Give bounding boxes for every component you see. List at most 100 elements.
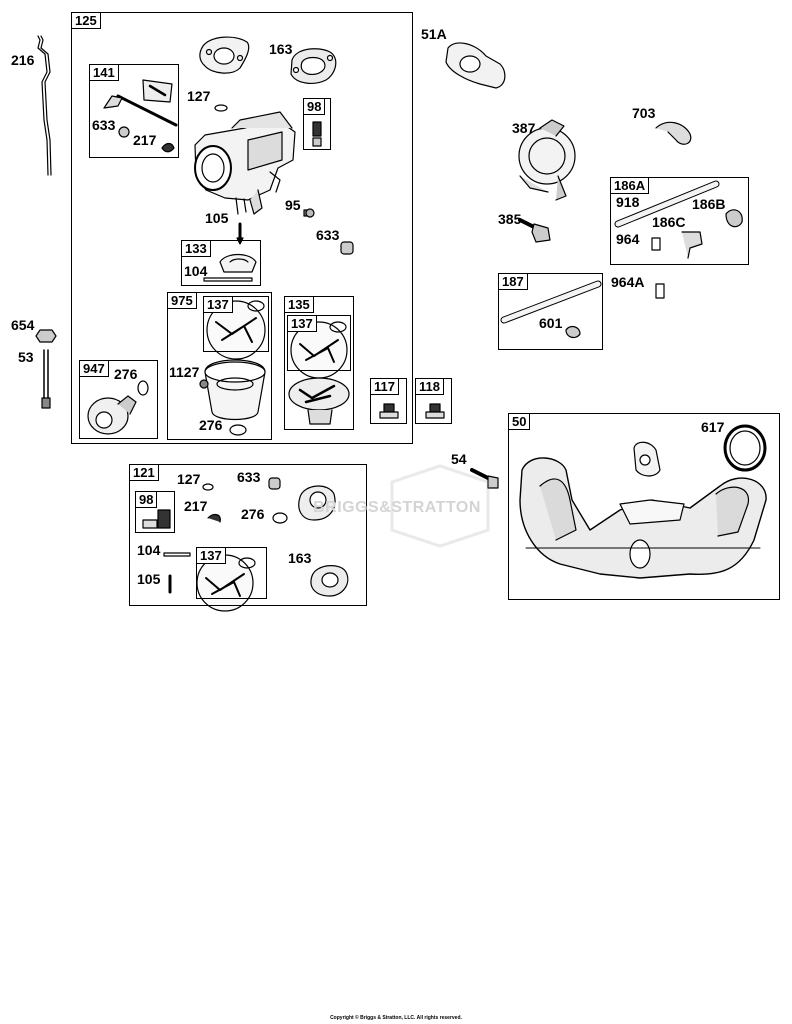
solenoid-icon	[87, 380, 149, 435]
o-ring-617-icon	[723, 424, 767, 472]
part-label-127: 127	[187, 88, 211, 104]
part-label-127b: 127	[177, 471, 201, 487]
box-tag: 187	[499, 274, 528, 290]
part-label-216: 216	[11, 52, 35, 68]
bolt-54-icon	[470, 468, 499, 489]
gasket-137-box: 137	[203, 296, 269, 352]
fuel-line-kit-186A-box: 186A	[610, 177, 749, 265]
float-icon	[203, 253, 257, 282]
part-label-703: 703	[632, 105, 656, 121]
clamp-icon	[655, 121, 692, 145]
solenoid-947-box: 947	[79, 360, 158, 439]
part-label-105: 105	[205, 210, 229, 226]
box-tag: 947	[80, 361, 109, 377]
kit-121-box: 121	[129, 464, 367, 606]
intake-manifold-icon	[519, 457, 767, 579]
o-ring-icon	[214, 104, 228, 112]
box-tag: 141	[90, 65, 119, 81]
gasket-137c-box: 137	[196, 547, 267, 599]
box-tag: 118	[416, 379, 444, 395]
part-label-601: 601	[539, 315, 563, 331]
manifold-50-box: 50	[508, 413, 780, 600]
part-label-163: 163	[269, 41, 293, 57]
part-label-387: 387	[512, 120, 536, 136]
fuel-line-187-icon	[500, 280, 602, 339]
seat-117-box: 117	[370, 378, 407, 424]
box-tag: 117	[371, 379, 399, 395]
part-label-617: 617	[701, 419, 725, 435]
screw-icon	[303, 208, 315, 218]
pilot-jet-icon	[312, 121, 322, 147]
part-label-964A: 964A	[611, 274, 645, 290]
watermark-text: BRIGGS&STRATTON	[313, 499, 481, 516]
part-label-163b: 163	[288, 550, 312, 566]
assembly-141-box: 141	[89, 64, 179, 158]
part-label-654: 654	[11, 317, 35, 333]
box-tag: 125	[72, 13, 101, 29]
box-tag: 98	[304, 99, 326, 115]
bolt-icon	[518, 218, 551, 243]
copyright-notice: Copyright © Briggs & Stratton, LLC. All …	[330, 1015, 462, 1021]
box-tag: 121	[130, 465, 159, 481]
seat-117-icon	[379, 403, 399, 419]
fuel-pump-icon	[518, 119, 576, 201]
part-label-385: 385	[498, 211, 522, 227]
box-tag: 137	[204, 297, 233, 313]
assembly-135-box: 135	[284, 296, 354, 430]
part-label-276: 276	[114, 366, 138, 382]
gasket-163-icon	[290, 48, 337, 84]
box-tag: 975	[168, 293, 197, 309]
part-label-105b: 105	[137, 571, 161, 587]
float-bowl-icon	[199, 359, 266, 436]
filter-964a-icon	[655, 283, 665, 299]
stud-icon	[41, 349, 51, 409]
part-label-186B: 186B	[692, 196, 726, 212]
assembly-975-box: 975	[167, 292, 272, 440]
part-label-633b: 633	[316, 227, 340, 243]
box-tag: 133	[182, 241, 211, 257]
small-gasket-icon	[633, 441, 661, 477]
box-tag: 98	[136, 492, 158, 508]
box-tag: 137	[288, 316, 317, 332]
governor-link-icon	[37, 35, 52, 176]
part-label-217: 217	[133, 132, 157, 148]
part-label-1127: 1127	[169, 364, 200, 380]
part-label-633c: 633	[237, 469, 261, 485]
part-label-633: 633	[92, 117, 116, 133]
solenoid-bowl-icon	[288, 377, 350, 425]
intake-gasket-icon	[445, 42, 506, 89]
box-tag: 186A	[611, 178, 650, 194]
part-label-95: 95	[285, 197, 301, 213]
kit-121-parts-icon	[142, 477, 349, 597]
box-tag: 50	[509, 414, 531, 430]
bowl-gasket-icon	[196, 300, 348, 612]
box-tag: 135	[285, 297, 314, 313]
part-label-53: 53	[18, 349, 34, 365]
needle-icon	[236, 222, 244, 245]
gasket-icon	[199, 36, 250, 74]
carburetor-icon	[194, 111, 296, 215]
bushing-icon	[340, 241, 354, 255]
part-label-276b: 276	[199, 417, 223, 433]
part-label-964: 964	[616, 231, 640, 247]
kit-98-box: 98	[303, 98, 331, 150]
part-label-276c: 276	[241, 506, 265, 522]
part-label-918: 918	[616, 194, 640, 210]
part-label-104b: 104	[137, 542, 161, 558]
part-label-217b: 217	[184, 498, 208, 514]
choke-shaft-icon	[103, 79, 178, 153]
part-label-54: 54	[451, 451, 467, 467]
kit-98b-box: 98	[135, 491, 175, 533]
part-label-104: 104	[184, 263, 208, 279]
watermark-logo	[390, 464, 490, 548]
nut-icon	[35, 329, 57, 343]
seat-118-icon	[425, 403, 445, 419]
assembly-125-box: 125	[71, 12, 413, 444]
gasket-137b-box: 137	[287, 315, 351, 371]
assembly-133-box: 133	[181, 240, 261, 286]
box-tag: 137	[197, 548, 226, 564]
fuel-line-icon	[614, 180, 743, 259]
fuel-line-187-box: 187	[498, 273, 603, 350]
part-label-51A: 51A	[421, 26, 447, 42]
